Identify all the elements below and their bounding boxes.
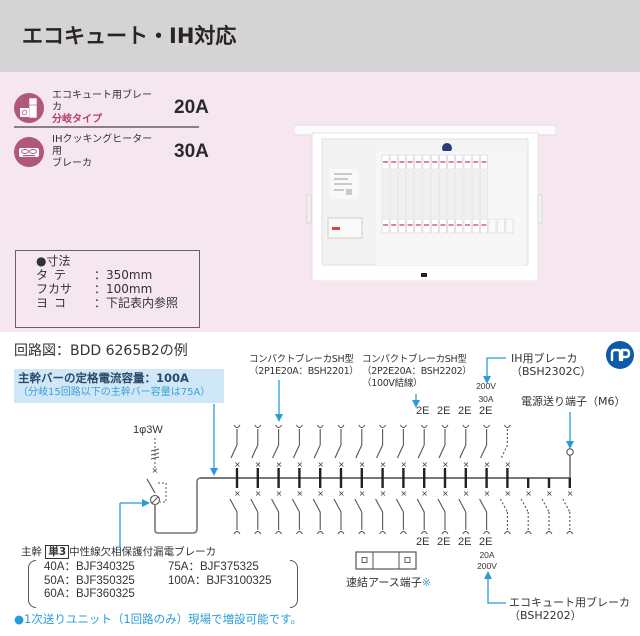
svg-text:×: × bbox=[463, 489, 470, 498]
svg-text:×: × bbox=[546, 489, 553, 498]
svg-text:×: × bbox=[234, 460, 241, 469]
bracket-left bbox=[28, 560, 36, 608]
feature-ih: IHクッキングヒーター用 ブレーカ 30A bbox=[14, 134, 209, 170]
svg-text:×: × bbox=[359, 460, 366, 469]
model-item: 40A：BJF340325 bbox=[44, 561, 135, 573]
model-item bbox=[168, 588, 298, 602]
svg-text:×: × bbox=[484, 460, 491, 469]
ecocute-voltage: 200V bbox=[477, 561, 497, 571]
svg-text:×: × bbox=[504, 489, 511, 498]
single-phase-3wire-badge: 単3 bbox=[45, 545, 70, 559]
dimensions-box: ●寸法 タテ ：350mm フカサ ：100mm ヨコ ：下記表内参照 bbox=[15, 250, 200, 328]
hp-logo-icon bbox=[606, 341, 634, 369]
ecocute-amp: 20A bbox=[479, 550, 495, 560]
feature-ecocute-text: エコキュート用ブレーカ 分岐タイプ bbox=[52, 90, 152, 125]
distribution-board-image bbox=[294, 124, 556, 281]
diagram-title: 回路図：BDD 6265B2の例 bbox=[14, 343, 188, 359]
svg-text:×: × bbox=[296, 489, 303, 498]
callout-sh-2p: コンパクトブレーカSH型 （2P2E20A：BSH2202） （100V結線） bbox=[362, 354, 472, 389]
bottom-2e-label: 2E bbox=[479, 536, 493, 548]
svg-text:×: × bbox=[463, 460, 470, 469]
page-title: エコキュート・IH対応 bbox=[22, 24, 237, 48]
callout-sh-1p: コンパクトブレーカSH型 （2P1E20A：BSH2201） bbox=[249, 354, 359, 377]
svg-text:×: × bbox=[255, 489, 262, 498]
top-2e-label: 2E bbox=[479, 405, 493, 417]
callout-ecocute-breaker: エコキュート用ブレーカ （BSH2202） bbox=[509, 596, 630, 622]
ecocute-appliance-icon bbox=[14, 93, 44, 123]
svg-text:×: × bbox=[296, 460, 303, 469]
svg-text:×: × bbox=[359, 489, 366, 498]
feature-ih-amp: 30A bbox=[174, 141, 209, 162]
svg-text:×: × bbox=[421, 460, 428, 469]
callout-power-terminal: 電源送り端子（M6） bbox=[521, 395, 626, 408]
top-2e-label: 2E bbox=[416, 405, 430, 417]
branch-breakers: × × × × × × × × × × × × × × × × × × × × × × × × × × × × × × × bbox=[229, 424, 574, 535]
svg-text:×: × bbox=[380, 460, 387, 469]
model-item: 60A：BJF360325 bbox=[44, 588, 135, 600]
svg-text:×: × bbox=[504, 460, 511, 469]
svg-text:×: × bbox=[484, 489, 491, 498]
board-breaker-row bbox=[381, 154, 514, 234]
footnote: ●1次送りユニット（1回路のみ）現場で増設可能です。 bbox=[14, 612, 303, 626]
feature-divider bbox=[14, 126, 199, 128]
dimensions-title: ●寸法 bbox=[36, 254, 71, 268]
bottom-2e-label: 2E bbox=[458, 536, 472, 548]
model-item: 100A：BJF3100325 bbox=[168, 574, 272, 587]
svg-text:×: × bbox=[255, 460, 262, 469]
svg-text:×: × bbox=[276, 489, 283, 498]
svg-text:×: × bbox=[380, 489, 387, 498]
bus-rating-note: 主幹バーの定格電流容量：100A （分岐15回路以下の主幹バー容量は75A） bbox=[14, 369, 224, 403]
callout-ih-breaker: IH用ブレーカ （BSH2302C） bbox=[511, 352, 592, 378]
svg-text:×: × bbox=[276, 460, 283, 469]
dimension-row-height: タテ ：350mm bbox=[36, 268, 153, 282]
ih-voltage: 200V bbox=[476, 381, 496, 391]
svg-text:×: × bbox=[525, 489, 532, 498]
earth-terminal-label: 速結アース端子※ bbox=[346, 576, 432, 589]
feature-ecocute: エコキュート用ブレーカ 分岐タイプ 20A bbox=[14, 90, 209, 126]
feature-ecocute-amp: 20A bbox=[174, 97, 209, 118]
feature-ih-text: IHクッキングヒーター用 ブレーカ bbox=[52, 134, 153, 169]
svg-text:×: × bbox=[442, 460, 449, 469]
top-2e-label: 2E bbox=[458, 405, 472, 417]
svg-text:×: × bbox=[317, 460, 324, 469]
bottom-2e-label: 2E bbox=[416, 536, 430, 548]
model-item: 50A：BJF350325 bbox=[44, 574, 135, 587]
dimension-row-width: ヨコ ：下記表内参照 bbox=[36, 296, 179, 310]
bottom-2e-label: 2E bbox=[437, 536, 451, 548]
svg-text:×: × bbox=[567, 489, 574, 498]
svg-text:×: × bbox=[421, 489, 428, 498]
ih-cooktop-icon bbox=[14, 137, 44, 167]
svg-text:×: × bbox=[338, 489, 345, 498]
supply-label: 1φ3W bbox=[133, 424, 163, 436]
header-bar: エコキュート・IH対応 bbox=[0, 0, 640, 72]
svg-text:×: × bbox=[338, 460, 345, 469]
svg-text:×: × bbox=[152, 466, 159, 475]
dimension-row-depth: フカサ ：100mm bbox=[36, 282, 153, 296]
svg-text:×: × bbox=[317, 489, 324, 498]
top-2e-label: 2E bbox=[437, 405, 451, 417]
main-breaker-model-list: 40A：BJF340325 75A：BJF375325 50A：BJF35032… bbox=[28, 560, 298, 608]
svg-text:×: × bbox=[234, 489, 241, 498]
svg-text:×: × bbox=[442, 489, 449, 498]
svg-text:×: × bbox=[400, 489, 407, 498]
bracket-right bbox=[290, 560, 298, 608]
model-item: 75A：BJF375325 bbox=[168, 561, 259, 573]
model-grid: 40A：BJF340325 75A：BJF375325 50A：BJF35032… bbox=[44, 561, 298, 602]
svg-text:×: × bbox=[400, 460, 407, 469]
ih-amp: 30A bbox=[478, 394, 494, 404]
